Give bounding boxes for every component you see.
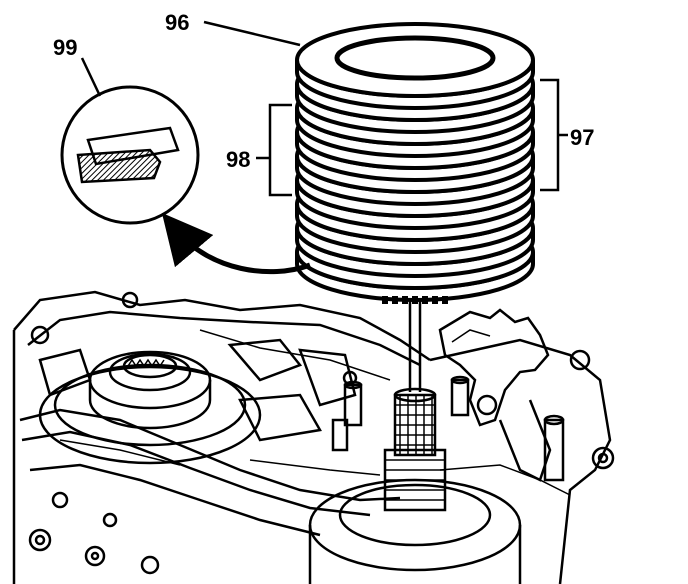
plate-tooth	[432, 296, 438, 304]
plate-tooth	[422, 296, 428, 304]
detail-callout-99	[60, 57, 200, 225]
callout-96: 96	[165, 10, 189, 35]
plate-tooth	[382, 296, 388, 304]
callout-99: 99	[53, 35, 77, 60]
plate-tooth	[392, 296, 398, 304]
detail-arrow	[161, 212, 311, 275]
plate-tooth	[412, 296, 418, 304]
callout-97: 97	[570, 125, 594, 150]
callout-98: 98	[226, 147, 250, 172]
leader-96	[203, 20, 301, 47]
plate-tooth	[402, 296, 408, 304]
clutch-plate-stack	[295, 22, 535, 304]
plate-tooth	[442, 296, 448, 304]
bracket-98	[256, 103, 292, 197]
bracket-97	[540, 78, 568, 192]
transmission-housing	[12, 290, 615, 584]
clutch-plate-top	[295, 22, 535, 110]
